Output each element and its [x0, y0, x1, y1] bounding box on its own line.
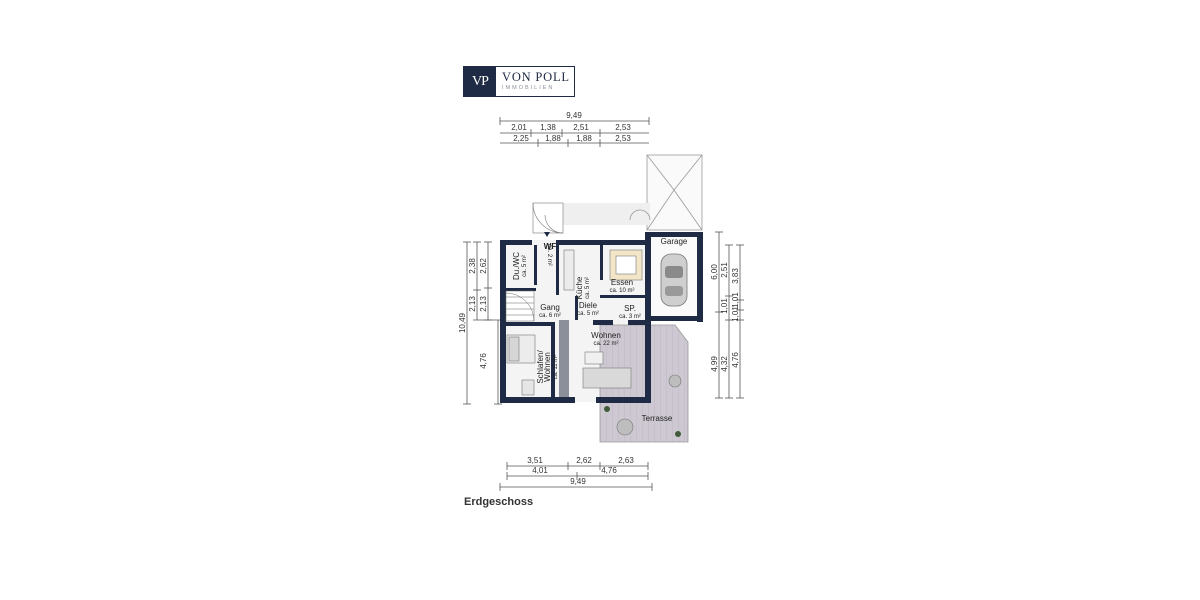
dim-bottom-1a: 3,51	[527, 456, 543, 465]
dim-bottom-2a: 4,01	[532, 466, 548, 475]
room-area-wohnen: ca. 22 m²	[593, 341, 618, 347]
room-area-diele: ca. 5 m²	[577, 311, 599, 317]
dim-right-a2: 4,99	[710, 356, 719, 372]
room-label-schlafen: Schlafen/	[536, 350, 545, 384]
entrance-door-arc	[629, 209, 651, 221]
terrace	[599, 324, 689, 443]
room-label-diele: Diele	[579, 301, 598, 310]
top-dimensions	[499, 117, 650, 147]
room-area-essen: ca. 10 m²	[609, 288, 634, 294]
room-label-gang: Gang	[540, 303, 560, 312]
furniture	[506, 249, 682, 436]
dim-top-1a: 2,01	[511, 123, 527, 132]
dim-left-b2: 2,13	[479, 296, 488, 312]
dim-right-a1: 6,00	[710, 264, 719, 280]
dim-left-c2: 4,76	[479, 353, 488, 369]
entrance-path	[560, 203, 650, 225]
brand-mark: VP	[464, 67, 496, 96]
dim-top-1d: 2,53	[615, 123, 631, 132]
brand-text: VON POLL IMMOBILIEN	[502, 71, 570, 92]
dim-left-c1: 2,13	[468, 296, 477, 312]
room-label-sp: SP.	[624, 304, 636, 313]
room-label-essen: Essen	[611, 278, 633, 287]
room-label-dusch-wc: Du./WC	[512, 252, 521, 280]
room-area-schlafen: ca. 11 m²	[553, 355, 559, 380]
brand-logo: VP VON POLL IMMOBILIEN	[463, 66, 575, 97]
left-dimensions	[463, 241, 502, 405]
inner-staircase	[505, 290, 535, 322]
dim-right-c2: 1,01	[731, 292, 740, 308]
dim-right-b1: 2,51	[720, 262, 729, 278]
dim-left-total: 10,49	[458, 312, 467, 333]
bottom-dimensions	[499, 462, 653, 491]
dim-top-1c: 2,51	[573, 123, 589, 132]
dim-right-c3: 1,01	[731, 306, 740, 322]
floor-title: Erdgeschoss	[464, 496, 534, 508]
room-label-schlafen-2: Wohnen	[543, 352, 552, 382]
dim-bottom-1c: 2,63	[618, 456, 634, 465]
room-label-kueche: Küche	[575, 276, 584, 299]
room-area-kueche: ca. 5 m²	[585, 277, 591, 299]
dim-top-2c: 1,88	[576, 134, 592, 143]
dim-top-2b: 1,88	[545, 134, 561, 143]
dim-right-c4: 4,76	[731, 352, 740, 368]
right-dimensions	[715, 231, 744, 399]
room-label-wf: WF	[544, 242, 557, 251]
plant-icons	[604, 406, 681, 437]
room-label-wohnen: Wohnen	[591, 331, 621, 340]
dim-left-a1: 2,38	[468, 258, 477, 274]
brand-name: VON POLL	[502, 70, 570, 84]
carport-roof	[646, 154, 703, 231]
room-area-sp: ca. 3 m²	[619, 314, 641, 320]
entrance-arrow-icon	[544, 232, 550, 237]
room-label-garage: Garage	[661, 237, 688, 246]
dim-bottom-total: 9,49	[570, 477, 586, 486]
walls	[500, 232, 703, 403]
dim-bottom-2b: 4,76	[601, 466, 617, 475]
dim-right-b3: 4,32	[720, 356, 729, 372]
room-area-gang: ca. 6 m²	[539, 313, 561, 319]
dim-top-2a: 2,25	[513, 134, 529, 143]
dim-bottom-1b: 2,62	[576, 456, 592, 465]
room-area-dusch-wc: ca. 5 m²	[522, 255, 528, 277]
dim-top-total: 9,49	[566, 111, 582, 120]
brand-subtitle: IMMOBILIEN	[502, 85, 555, 91]
dim-left-b1: 2,62	[479, 258, 488, 274]
room-area-wf: ca. 2 m²	[546, 244, 552, 266]
car-icon	[660, 253, 688, 307]
dim-top-2d: 2,53	[615, 134, 631, 143]
dim-right-c1: 3,83	[731, 268, 740, 284]
dim-top-1b: 1,38	[540, 123, 556, 132]
outer-stair	[532, 202, 564, 234]
dim-right-b2: 1,01	[720, 298, 729, 314]
room-label-terrasse: Terrasse	[642, 414, 673, 423]
